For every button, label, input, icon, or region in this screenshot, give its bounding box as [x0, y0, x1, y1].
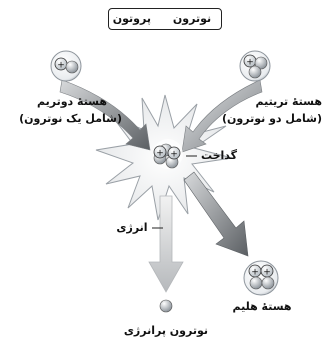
fusion-cluster: + + [153, 139, 183, 169]
proton-sign: + [246, 58, 254, 68]
tritium-sublabel: (شامل دو نوترون) [222, 112, 322, 125]
tritium-nucleus: + [239, 50, 271, 82]
energy-label: انرژی [116, 221, 148, 234]
legend-box [108, 8, 222, 30]
helium-label: هستهٔ هلیم [232, 300, 292, 313]
deuterium-sublabel: (شامل یک نوترون) [19, 112, 122, 125]
helium-arrow [183, 171, 249, 257]
energy-neutron-arrow [148, 195, 184, 293]
svg-text:+: + [170, 150, 178, 160]
deuterium-label: هستهٔ دوتریم [36, 95, 108, 108]
energetic-neutron [159, 299, 173, 313]
svg-text:+: + [251, 268, 259, 278]
svg-text:+: + [263, 268, 271, 278]
fusion-label: گداخت [200, 149, 238, 162]
legend-neutron-label: نوترون [172, 12, 212, 25]
tritium-label: هستهٔ تریتیم [255, 95, 322, 108]
deuterium-nucleus: + [50, 50, 82, 82]
tritium-arrow [181, 79, 263, 153]
energetic-neutron-label: نوترون پرانرژی [123, 324, 208, 337]
proton-sign: + [57, 61, 65, 71]
deuterium-arrow [59, 79, 151, 151]
legend-proton-label: پروتون [112, 12, 151, 25]
svg-text:+: + [156, 149, 164, 159]
helium-nucleus: + + [243, 260, 279, 296]
